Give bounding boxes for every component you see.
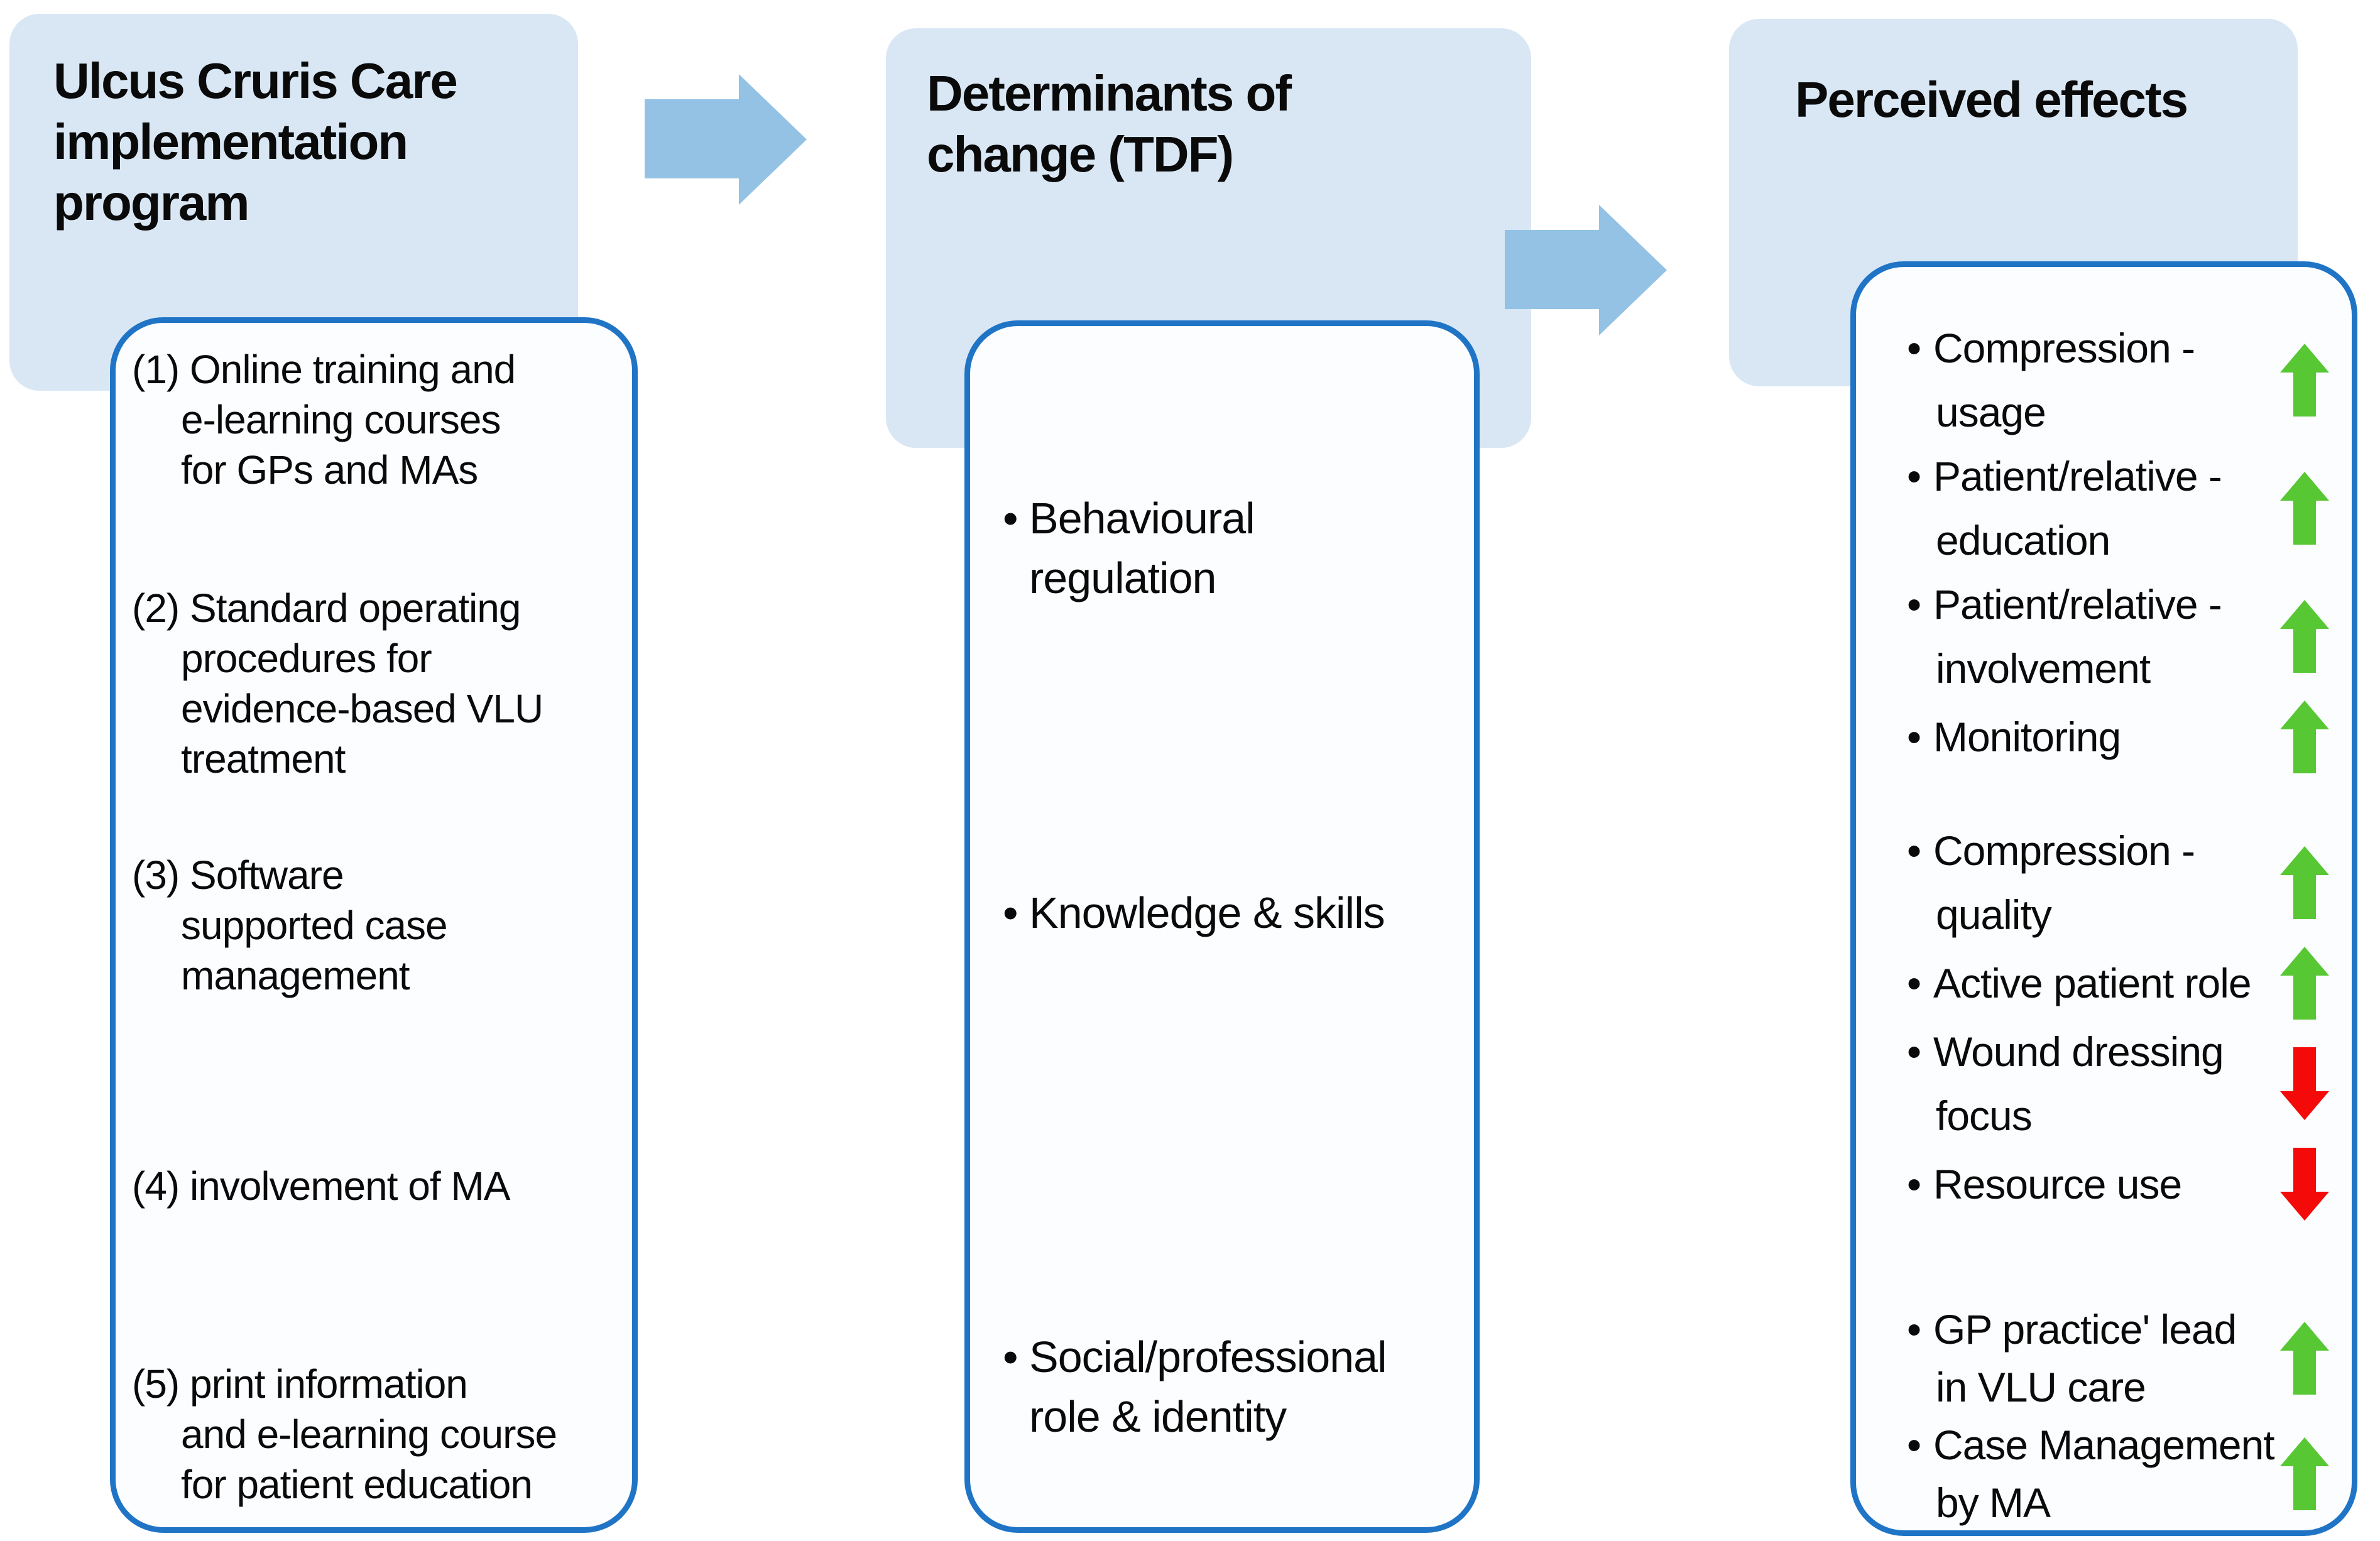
effect-item: Compression - usage <box>1907 316 2329 444</box>
up-arrow-icon <box>2280 1322 2329 1395</box>
up-arrow-icon <box>2280 700 2329 773</box>
program-item: (5) print information and e-learning cou… <box>132 1361 557 1507</box>
up-arrow-icon <box>2280 846 2329 919</box>
program-item: (4) involvement of MA <box>132 1163 510 1209</box>
down-arrow-icon <box>2280 1148 2329 1221</box>
effect-item: Resource use <box>1907 1148 2329 1221</box>
arrow-head <box>1599 205 1667 335</box>
determinant-item: Behavioural regulation <box>1003 489 1468 608</box>
up-arrow-icon <box>2280 947 2329 1020</box>
determinants-title: Determinants of change (TDF) <box>886 28 1531 185</box>
arrow-head <box>739 74 807 205</box>
program-panel <box>110 317 638 1533</box>
title-line: implementation <box>53 114 408 170</box>
up-arrow-icon <box>2280 600 2329 673</box>
program-title: Ulcus Cruris Care implementation program <box>9 14 578 233</box>
arrow-stem <box>1505 230 1599 309</box>
effect-item: Compression - quality <box>1907 819 2329 947</box>
arrow-stem <box>645 99 739 178</box>
program-item-list: (1) Online training and e-learning cours… <box>132 344 635 1510</box>
effect-item: Patient/relative - involvement <box>1907 572 2329 700</box>
program-item: (2) Standard operating procedures for ev… <box>132 585 543 781</box>
effect-item: Wound dressing focus <box>1907 1020 2329 1148</box>
title-line: program <box>53 175 250 231</box>
title-line: Ulcus Cruris Care <box>53 53 458 109</box>
up-arrow-icon <box>2280 472 2329 545</box>
effect-item: Patient/relative - education <box>1907 444 2329 572</box>
effect-item: Active patient role <box>1907 947 2329 1020</box>
title-line: change (TDF) <box>927 126 1234 182</box>
determinant-list: Behavioural regulation Knowledge & skill… <box>1003 489 1468 1447</box>
determinant-item: Social/professional role & identity <box>1003 1327 1468 1447</box>
effects-group-2: Compression - quality Active patient rol… <box>1907 819 2329 1221</box>
title-line: Determinants of <box>927 65 1292 121</box>
program-item: (3) Software supported case management <box>132 852 448 998</box>
effects-group-1: Compression - usage Patient/relative - e… <box>1907 316 2329 773</box>
effects-group-3: GP practice' lead in VLU care Case Manag… <box>1907 1300 2329 1532</box>
up-arrow-icon <box>2280 1437 2329 1510</box>
down-arrow-icon <box>2280 1047 2329 1120</box>
effect-item: GP practice' lead in VLU care <box>1907 1300 2329 1416</box>
title-line: Perceived effects <box>1795 72 2188 128</box>
up-arrow-icon <box>2280 344 2329 417</box>
program-item: (1) Online training and e-learning cours… <box>132 347 516 493</box>
effect-item: Monitoring <box>1907 700 2329 773</box>
effect-item: Case Management by MA <box>1907 1416 2329 1532</box>
determinant-item: Knowledge & skills <box>1003 883 1468 943</box>
effects-title: Perceived effects <box>1729 19 2298 130</box>
